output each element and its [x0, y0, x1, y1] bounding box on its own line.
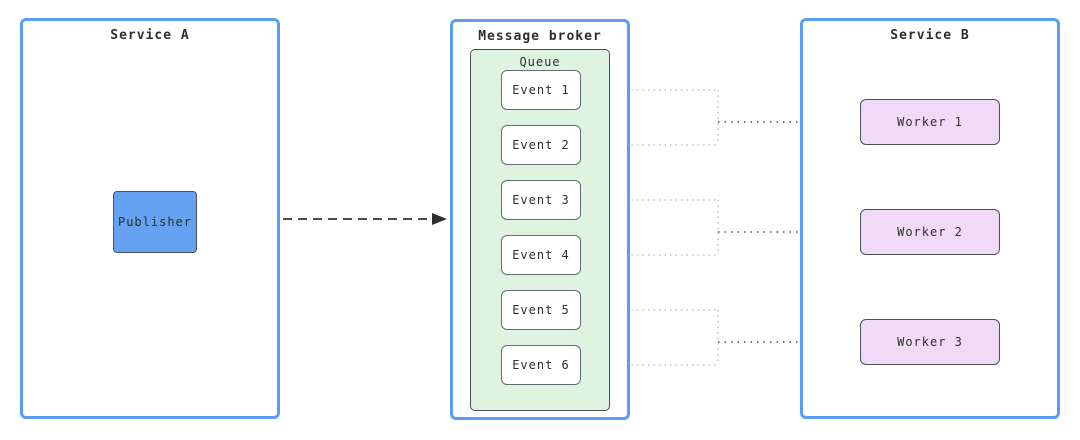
- service-b-container: Service B Worker 1 Worker 2 Worker 3: [800, 18, 1060, 419]
- event-node: Event 1: [501, 70, 581, 110]
- event-node: Event 3: [501, 180, 581, 220]
- worker-node: Worker 2: [860, 209, 1000, 255]
- event-label: Event 4: [512, 248, 570, 262]
- event-label: Event 6: [512, 358, 570, 372]
- message-broker-container: Message broker Queue Event 1 Event 2 Eve…: [450, 19, 630, 420]
- publisher-node: Publisher: [113, 191, 197, 253]
- publisher-to-broker-arrowhead: [432, 213, 447, 225]
- worker-label: Worker 3: [897, 335, 963, 349]
- event-node: Event 6: [501, 345, 581, 385]
- queue-title: Queue: [519, 55, 561, 69]
- queue-group: Queue Event 1 Event 2 Event 3 Event 4 Ev…: [470, 49, 610, 411]
- event-node: Event 5: [501, 290, 581, 330]
- event-label: Event 1: [512, 83, 570, 97]
- publisher-label: Publisher: [117, 215, 193, 229]
- event-label: Event 5: [512, 303, 570, 317]
- event-label: Event 2: [512, 138, 570, 152]
- worker-node: Worker 1: [860, 99, 1000, 145]
- worker-label: Worker 2: [897, 225, 963, 239]
- message-broker-title: Message broker: [478, 29, 602, 44]
- event-node: Event 2: [501, 125, 581, 165]
- worker-label: Worker 1: [897, 115, 963, 129]
- service-a-container: Service A Publisher: [20, 18, 280, 419]
- worker-node: Worker 3: [860, 319, 1000, 365]
- event-node: Event 4: [501, 235, 581, 275]
- event-label: Event 3: [512, 193, 570, 207]
- service-b-title: Service B: [890, 28, 970, 43]
- service-a-title: Service A: [110, 28, 190, 43]
